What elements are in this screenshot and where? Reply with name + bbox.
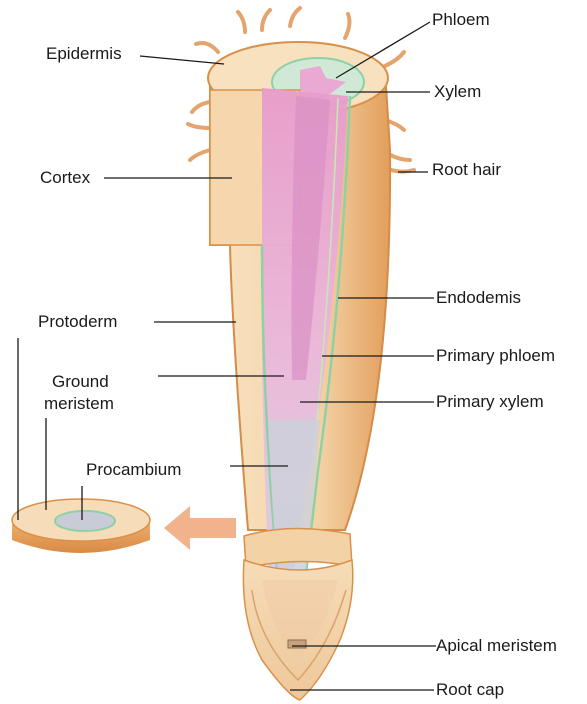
label-primary-phloem: Primary phloem	[436, 346, 555, 366]
label-ground-meristem-line1: Ground	[52, 372, 109, 392]
label-primary-xylem: Primary xylem	[436, 392, 544, 412]
label-cortex: Cortex	[40, 168, 90, 188]
label-xylem: Xylem	[434, 82, 481, 102]
label-phloem: Phloem	[432, 10, 490, 30]
label-procambium: Procambium	[86, 460, 181, 480]
label-ground-meristem-line2: meristem	[44, 394, 114, 414]
label-epidermis: Epidermis	[46, 44, 122, 64]
apical-meristem-box	[288, 640, 306, 648]
label-endodermis: Endodemis	[436, 288, 521, 308]
arrow-left	[164, 506, 236, 550]
cross-section-disc	[12, 499, 150, 553]
label-apical-meristem: Apical meristem	[436, 636, 557, 656]
label-root-cap: Root cap	[436, 680, 504, 700]
label-protoderm: Protoderm	[38, 312, 117, 332]
label-root-hair: Root hair	[432, 160, 501, 180]
